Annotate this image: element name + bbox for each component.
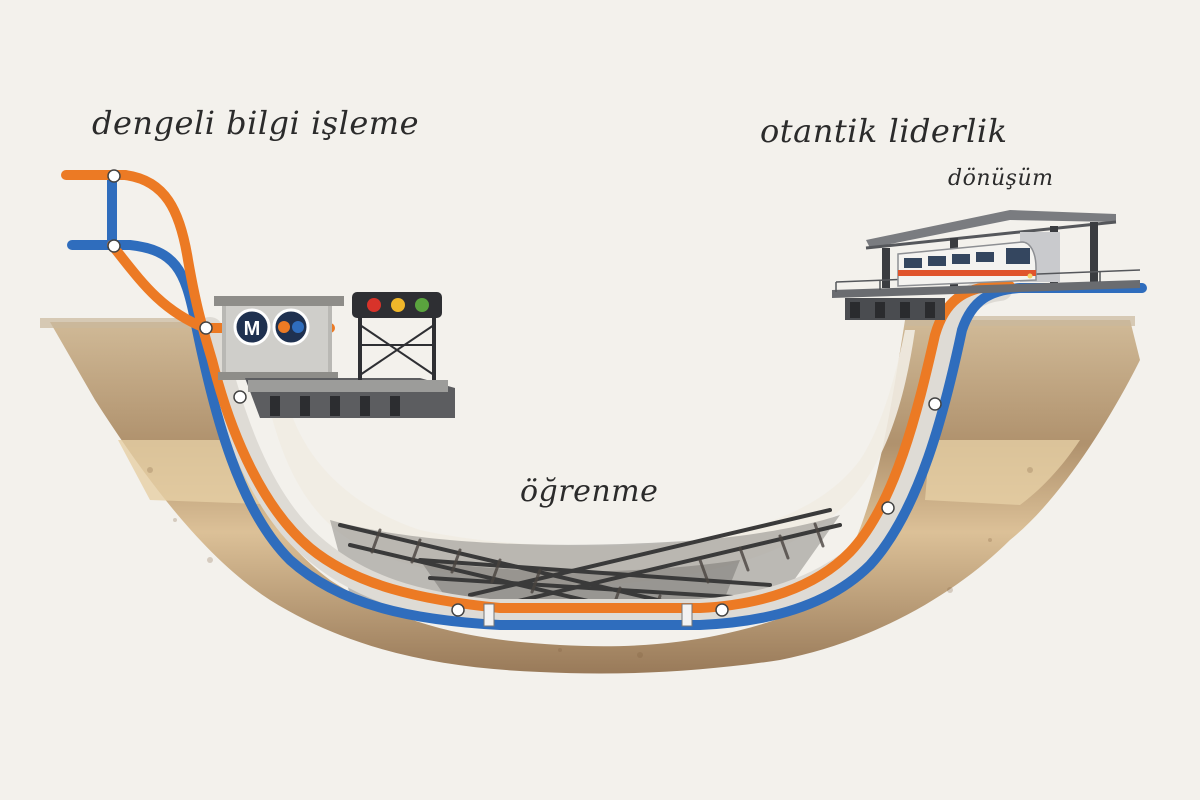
- label-balanced-processing: dengeli bilgi işleme: [92, 104, 420, 142]
- track-switch: [338, 508, 842, 627]
- left-platform: [245, 378, 455, 418]
- signal-light-red: [367, 298, 381, 312]
- stop-dot: [928, 397, 942, 411]
- stop-dot: [881, 501, 895, 515]
- orange-line-branch: [107, 240, 335, 333]
- signal-light-green: [415, 298, 429, 312]
- stop-dot: [107, 239, 121, 253]
- stop-dot: [199, 321, 213, 335]
- stop-dot: [233, 390, 247, 404]
- signal-gantry: [352, 292, 442, 380]
- soil-texture: [147, 467, 1033, 658]
- ground-top-right: [905, 316, 1135, 326]
- metro-sign: M: [233, 308, 271, 346]
- soil-stripe-light-right: [925, 440, 1080, 505]
- signal-light-yellow: [391, 298, 405, 312]
- label-authentic-leadership: otantik liderlik: [760, 112, 1008, 150]
- stop-dot: [107, 169, 121, 183]
- label-transformation: dönüşüm: [948, 166, 1054, 191]
- train: [897, 241, 1037, 287]
- orange-line: [61, 170, 1015, 613]
- metro-sign-letter: M: [244, 318, 261, 340]
- stop-dot: [715, 603, 729, 617]
- stop-dot: [451, 603, 465, 617]
- blue-line: [67, 240, 1147, 630]
- line-stops: [107, 169, 942, 617]
- label-learning: öğrenme: [520, 474, 659, 509]
- ground-top-left: [40, 318, 200, 328]
- track-blocks: [483, 603, 693, 627]
- line-ring-icon: [272, 308, 310, 346]
